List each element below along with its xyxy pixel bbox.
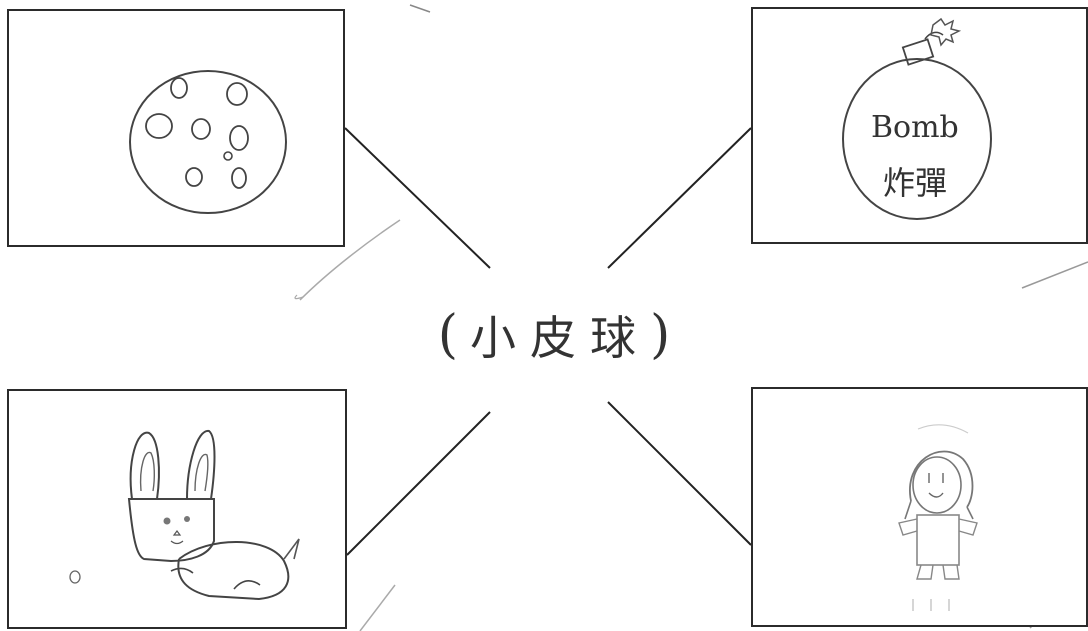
picture-frame-bomb[interactable]: Bomb 炸彈	[751, 7, 1088, 244]
bomb-english-text: Bomb	[871, 110, 959, 145]
picture-frame-girl[interactable]	[751, 387, 1088, 627]
cookie-drawing	[9, 11, 343, 245]
connector-top-right	[608, 128, 751, 268]
rabbit-drawing	[9, 391, 345, 627]
close-paren: )	[650, 305, 682, 365]
connector-bottom-right	[608, 402, 751, 545]
bomb-chinese-text: 炸彈	[883, 164, 947, 202]
picture-frame-cookie[interactable]	[7, 9, 345, 247]
girl-drawing	[753, 389, 1086, 625]
open-paren: (	[438, 305, 470, 365]
center-word: 小皮球	[470, 302, 650, 368]
connector-top-left	[345, 128, 490, 268]
bomb-drawing: Bomb 炸彈	[753, 9, 1086, 242]
picture-frame-rabbit[interactable]	[7, 389, 347, 629]
connector-bottom-left	[347, 412, 490, 555]
center-label: ( 小皮球 )	[430, 300, 690, 370]
